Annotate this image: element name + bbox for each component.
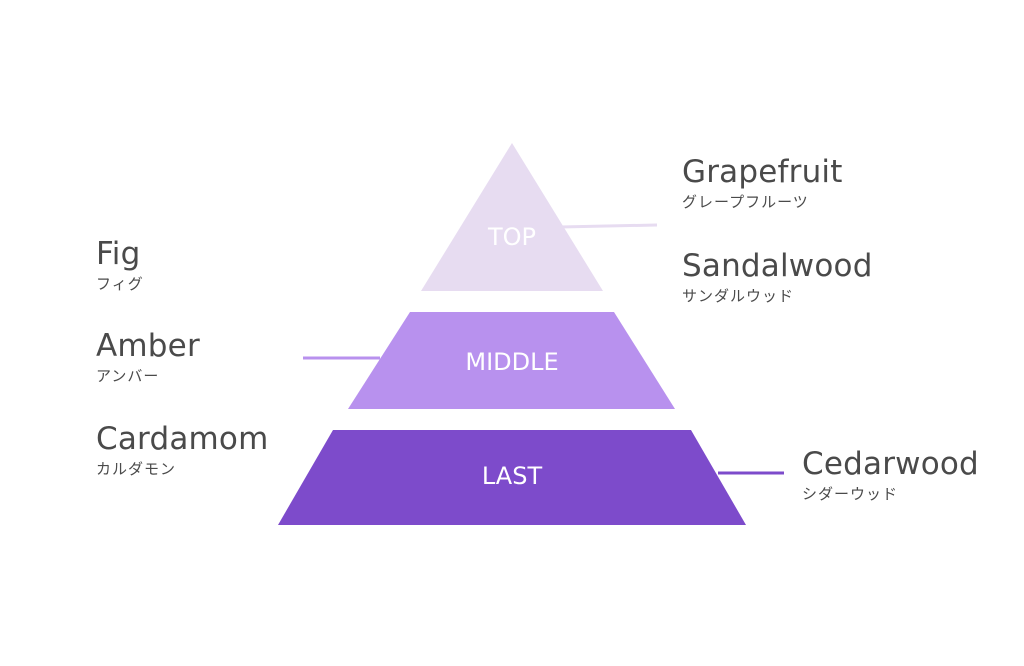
note-name-japanese: アンバー bbox=[96, 367, 160, 385]
note-grapefruit: Grapefruit グレープフルーツ bbox=[682, 154, 843, 212]
tier-label-last: LAST bbox=[482, 462, 543, 490]
note-name-japanese: グレープフルーツ bbox=[682, 193, 809, 211]
pyramid-tier-middle bbox=[348, 312, 675, 409]
tier-label-middle: MIDDLE bbox=[465, 348, 558, 376]
note-cedarwood: Cedarwood シダーウッド bbox=[802, 446, 979, 504]
note-name-japanese: サンダルウッド bbox=[682, 287, 795, 305]
note-name: Cardamom bbox=[96, 421, 269, 457]
note-name: Amber bbox=[96, 328, 200, 364]
note-name-japanese: フィグ bbox=[96, 275, 144, 293]
note-fig: Fig フィグ bbox=[96, 236, 144, 294]
note-name: Cedarwood bbox=[802, 446, 979, 482]
note-name: Grapefruit bbox=[682, 154, 843, 190]
note-name-japanese: シダーウッド bbox=[802, 485, 899, 503]
note-name: Fig bbox=[96, 236, 141, 272]
note-sandalwood: Sandalwood サンダルウッド bbox=[682, 248, 873, 306]
note-amber: Amber アンバー bbox=[96, 328, 200, 386]
top-notes-connector bbox=[559, 223, 658, 229]
pyramid-tier-last bbox=[278, 430, 746, 525]
note-name-japanese: カルダモン bbox=[96, 460, 177, 478]
note-cardamom: Cardamom カルダモン bbox=[96, 421, 268, 479]
tier-label-top: TOP bbox=[487, 223, 536, 251]
note-name: Sandalwood bbox=[682, 248, 873, 284]
pyramid-tier-top bbox=[421, 143, 603, 291]
